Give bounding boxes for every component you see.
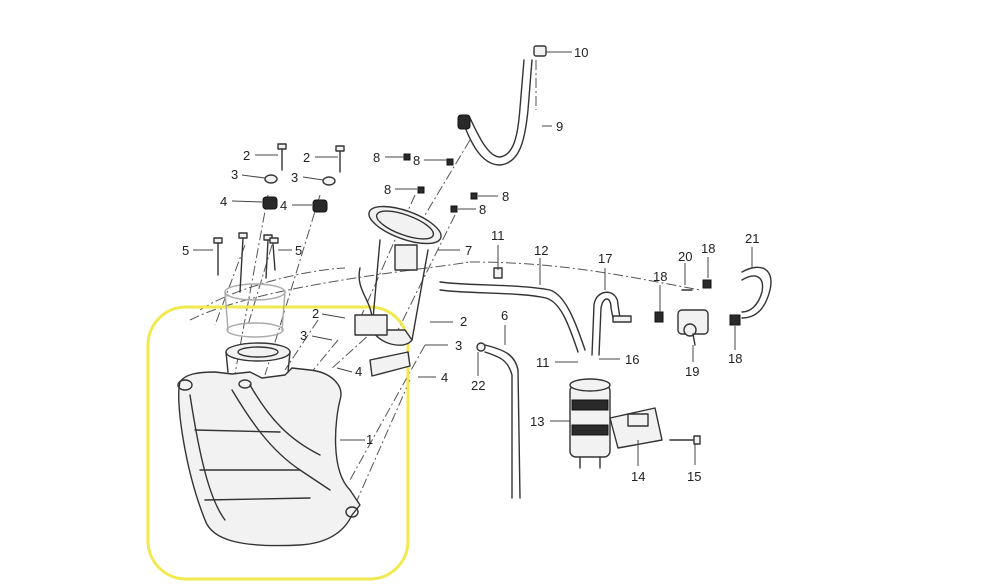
callout-8: 8: [502, 189, 509, 204]
callout-labels: 1 2 2 2 2 3 3 3 3 4 4 4 4 5 5 6 7 8 8 8 …: [182, 45, 759, 484]
callout-6: 6: [501, 308, 508, 323]
pump-screws[interactable]: [403, 153, 478, 213]
callout-20: 20: [678, 249, 692, 264]
callout-16: 16: [625, 352, 639, 367]
callout-8: 8: [384, 182, 391, 197]
callout-21: 21: [745, 231, 759, 246]
bracket-bolt-15[interactable]: [669, 435, 701, 445]
callout-19: 19: [685, 364, 699, 379]
callout-5: 5: [182, 243, 189, 258]
callout-8: 8: [413, 153, 420, 168]
callout-18: 18: [653, 269, 667, 284]
mount-hardware-left[interactable]: [262, 143, 345, 213]
callout-2: 2: [303, 150, 310, 165]
callout-8: 8: [479, 202, 486, 217]
callout-2: 2: [460, 314, 467, 329]
callout-18: 18: [728, 351, 742, 366]
hose-clamp-10[interactable]: [533, 45, 547, 57]
callout-4: 4: [220, 194, 227, 209]
callout-9: 9: [556, 119, 563, 134]
canister-bracket[interactable]: [609, 407, 663, 449]
callout-12: 12: [534, 243, 548, 258]
callout-11: 11: [536, 355, 550, 370]
callout-1: 1: [366, 432, 373, 447]
callout-2: 2: [312, 306, 319, 321]
callout-22: 22: [471, 378, 485, 393]
callout-3: 3: [291, 170, 298, 185]
callout-7: 7: [465, 243, 472, 258]
charcoal-canister[interactable]: [569, 378, 611, 469]
purge-valve-19[interactable]: [654, 309, 741, 346]
hose-17[interactable]: [591, 291, 632, 356]
callout-3: 3: [455, 338, 462, 353]
callout-10: 10: [574, 45, 588, 60]
callout-leaders: [193, 51, 753, 466]
callout-15: 15: [687, 469, 701, 484]
fuel-hose-9[interactable]: [457, 59, 533, 166]
vent-hose-12[interactable]: [439, 267, 586, 353]
hose-21[interactable]: [681, 266, 772, 319]
callout-3: 3: [300, 328, 307, 343]
callout-18: 18: [701, 241, 715, 256]
drain-hose-6[interactable]: [476, 342, 521, 499]
callout-4: 4: [280, 198, 287, 213]
callout-4: 4: [441, 370, 448, 385]
callout-11: 11: [491, 228, 505, 243]
callout-13: 13: [530, 414, 544, 429]
fuel-pump[interactable]: [354, 199, 445, 377]
callout-14: 14: [631, 469, 645, 484]
long-bolts[interactable]: [213, 232, 279, 293]
callout-5: 5: [295, 243, 302, 258]
callout-4: 4: [355, 364, 362, 379]
callout-8: 8: [373, 150, 380, 165]
callout-3: 3: [231, 167, 238, 182]
callout-2: 2: [243, 148, 250, 163]
highlight-box: [146, 305, 410, 581]
fuel-tank[interactable]: [177, 283, 361, 547]
callout-17: 17: [598, 251, 612, 266]
